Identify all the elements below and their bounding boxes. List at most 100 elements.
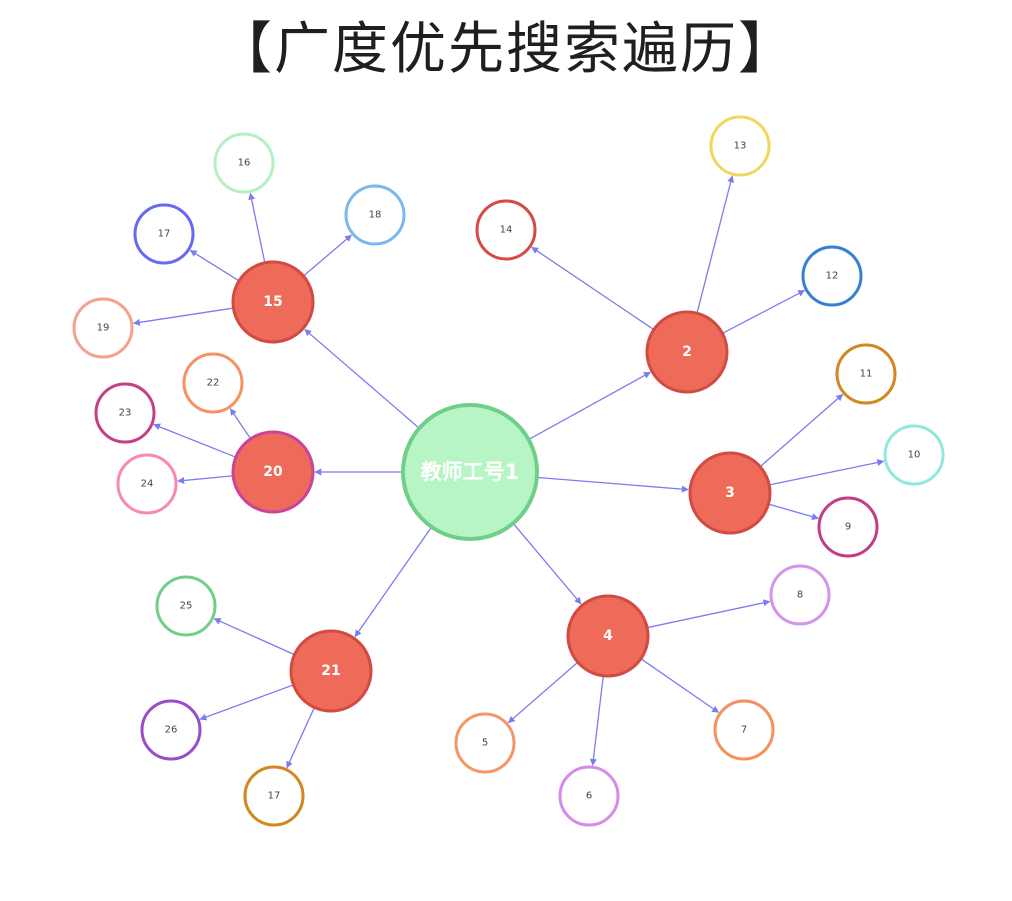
node-hub-4-label: 4	[603, 628, 613, 644]
node-leaf-l7-circle	[713, 699, 775, 761]
node-leaf-l17b-circle	[243, 765, 305, 827]
node-leaf-l19[interactable]: 19	[72, 297, 134, 359]
node-leaf-l8-circle	[769, 564, 831, 626]
node-leaf-l17a[interactable]: 17	[133, 203, 195, 265]
node-hub-20[interactable]: 20	[231, 430, 315, 514]
node-leaf-l12[interactable]: 12	[801, 245, 863, 307]
node-leaf-l5[interactable]: 5	[454, 712, 516, 774]
node-leaf-l9[interactable]: 9	[817, 496, 879, 558]
node-leaf-l16-circle	[213, 132, 275, 194]
node-hub-15-label: 15	[263, 294, 282, 310]
node-hub-3-label: 3	[725, 485, 735, 501]
edge-h21-to-l17b	[286, 708, 315, 769]
node-leaf-l22-circle	[182, 352, 244, 414]
node-leaf-l17b-label: 17	[268, 791, 281, 802]
edge-h15-to-l18	[303, 234, 352, 276]
node-leaf-l16-label: 16	[238, 158, 251, 169]
node-leaf-l7-label: 7	[741, 725, 747, 736]
node-leaf-l24-circle	[116, 453, 178, 515]
edge-h21-to-l26	[199, 684, 293, 721]
node-leaf-l26-label: 26	[165, 725, 178, 736]
node-leaf-l14-label: 14	[500, 225, 513, 236]
node-leaf-l6-label: 6	[586, 791, 592, 802]
edge-h21-to-l25	[213, 618, 294, 655]
node-leaf-l12-circle	[801, 245, 863, 307]
node-leaf-l8-label: 8	[797, 590, 803, 601]
edge-h20-to-l22	[229, 408, 251, 439]
node-leaf-l18-circle	[344, 184, 406, 246]
edge-h20-to-l23	[153, 423, 236, 458]
node-leaf-l16[interactable]: 16	[213, 132, 275, 194]
node-leaf-l26[interactable]: 26	[140, 699, 202, 761]
edge-h2-to-l13	[696, 175, 735, 313]
edge-h4-to-l5	[507, 662, 578, 724]
node-leaf-l25[interactable]: 25	[155, 575, 217, 637]
edge-h3-to-l9	[769, 503, 819, 521]
node-hub-21-circle	[289, 629, 373, 713]
node-hub-20-label: 20	[263, 464, 283, 480]
node-leaf-l22[interactable]: 22	[182, 352, 244, 414]
node-leaf-l10-label: 10	[908, 450, 921, 461]
node-hub-21[interactable]: 21	[289, 629, 373, 713]
node-leaf-l23-label: 23	[119, 408, 132, 419]
node-root[interactable]: 教师工号1	[401, 403, 539, 541]
node-leaf-l14-circle	[475, 199, 537, 261]
node-leaf-l7[interactable]: 7	[713, 699, 775, 761]
node-hub-2-circle	[645, 310, 729, 394]
edge-root-to-h4	[513, 523, 582, 605]
edge-h20-to-l24	[177, 475, 233, 484]
edge-root-to-h2	[529, 371, 651, 440]
node-leaf-l13-label: 13	[734, 141, 747, 152]
node-hub-3-circle	[688, 451, 772, 535]
node-hub-4-circle	[566, 594, 650, 678]
node-leaf-l14[interactable]: 14	[475, 199, 537, 261]
node-root-label: 教师工号1	[421, 460, 520, 484]
node-leaf-l22-label: 22	[207, 378, 220, 389]
edge-h4-to-l8	[647, 599, 771, 629]
node-leaf-l5-circle	[454, 712, 516, 774]
node-leaf-l18-label: 18	[369, 210, 382, 221]
page-title: 【广度优先搜索遍历】	[216, 17, 796, 82]
node-leaf-l8[interactable]: 8	[769, 564, 831, 626]
node-leaf-l26-circle	[140, 699, 202, 761]
node-leaf-l23-circle	[94, 382, 156, 444]
node-hub-4[interactable]: 4	[566, 594, 650, 678]
node-leaf-l23[interactable]: 23	[94, 382, 156, 444]
node-leaf-l10[interactable]: 10	[883, 424, 945, 486]
node-leaf-l17a-circle	[133, 203, 195, 265]
node-root-circle	[401, 403, 539, 541]
node-leaf-l5-label: 5	[482, 738, 488, 749]
node-hub-15-circle	[231, 260, 315, 344]
node-leaf-l13[interactable]: 13	[709, 115, 771, 177]
edge-h3-to-l10	[770, 459, 885, 486]
edge-h2-to-l14	[531, 246, 654, 330]
edge-h2-to-l12	[723, 289, 806, 334]
node-leaf-l25-circle	[155, 575, 217, 637]
node-leaf-l19-label: 19	[97, 323, 110, 334]
node-hub-2[interactable]: 2	[645, 310, 729, 394]
edge-h15-to-l19	[132, 307, 233, 326]
node-leaf-l11[interactable]: 11	[835, 343, 897, 405]
node-leaf-l18[interactable]: 18	[344, 184, 406, 246]
node-hub-2-label: 2	[682, 344, 692, 360]
edge-root-to-h15	[304, 328, 419, 429]
node-leaf-l11-circle	[835, 343, 897, 405]
node-leaf-l11-label: 11	[860, 369, 873, 380]
node-leaf-l17b[interactable]: 17	[243, 765, 305, 827]
node-hub-20-circle	[231, 430, 315, 514]
node-leaf-l24-label: 24	[141, 479, 154, 490]
node-hub-3[interactable]: 3	[688, 451, 772, 535]
node-hub-21-label: 21	[321, 663, 340, 679]
edge-h15-to-l16	[248, 192, 266, 262]
node-leaf-l9-circle	[817, 496, 879, 558]
node-leaf-l10-circle	[883, 424, 945, 486]
node-leaf-l6-circle	[558, 765, 620, 827]
node-leaf-l12-label: 12	[826, 271, 839, 282]
edge-root-to-h3	[537, 476, 689, 493]
node-leaf-l25-label: 25	[180, 601, 193, 612]
node-leaf-l6[interactable]: 6	[558, 765, 620, 827]
node-hub-15[interactable]: 15	[231, 260, 315, 344]
node-leaf-l24[interactable]: 24	[116, 453, 178, 515]
